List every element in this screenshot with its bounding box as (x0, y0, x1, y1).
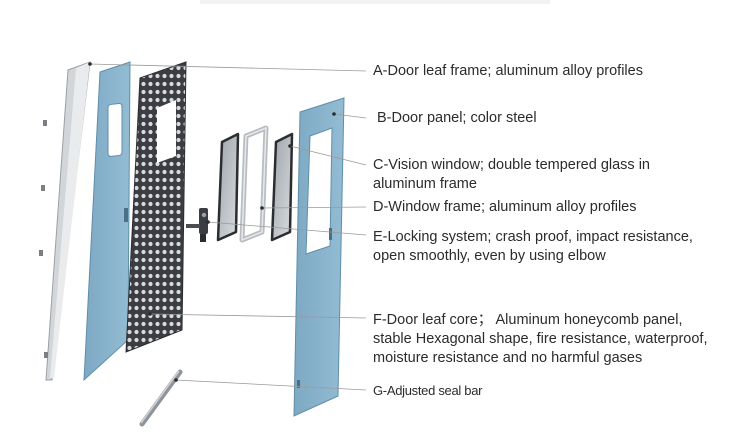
leader-line-g (175, 379, 367, 391)
label-f-core-line2: stable Hexagonal shape, fire resistance,… (373, 331, 708, 347)
label-c-vision-window-line1: C-Vision window; double tempered glass i… (373, 157, 650, 173)
door-leaf-frame (39, 61, 91, 381)
label-a-door-leaf-frame: A-Door leaf frame; aluminum alloy profil… (373, 63, 643, 79)
label-c-vision-window-line2: aluminum frame (373, 176, 477, 192)
label-f-core-line1: F-Door leaf core； Aluminum honeycomb pan… (373, 312, 683, 328)
label-g-seal-bar: G-Adjusted seal bar (373, 383, 483, 398)
leader-lines (89, 63, 367, 391)
leader-line-f (149, 313, 367, 319)
window-frame (239, 125, 269, 243)
door-panel-right (293, 97, 345, 417)
honeycomb-core (125, 61, 187, 353)
leader-line-b (333, 113, 367, 119)
label-e-locking-line1: E-Locking system; crash proof, impact re… (373, 229, 693, 245)
leader-dots (88, 62, 336, 382)
label-e-locking-line2: open smoothly, even by using elbow (373, 248, 606, 264)
label-b-door-panel: B-Door panel; color steel (377, 110, 537, 126)
leader-line-d (261, 206, 367, 209)
leader-line-a (89, 63, 367, 72)
locking-system (186, 208, 208, 242)
seal-bar (139, 369, 183, 427)
door-panel-left (83, 61, 131, 382)
top-divider (200, 0, 550, 4)
leader-line-c (289, 145, 367, 166)
label-d-window-frame: D-Window frame; aluminum alloy profiles (373, 199, 637, 215)
vision-window-glass (216, 132, 294, 242)
leader-line-e (207, 221, 367, 236)
label-f-core-line3: moisture resistance and no harmful gases (373, 350, 643, 366)
